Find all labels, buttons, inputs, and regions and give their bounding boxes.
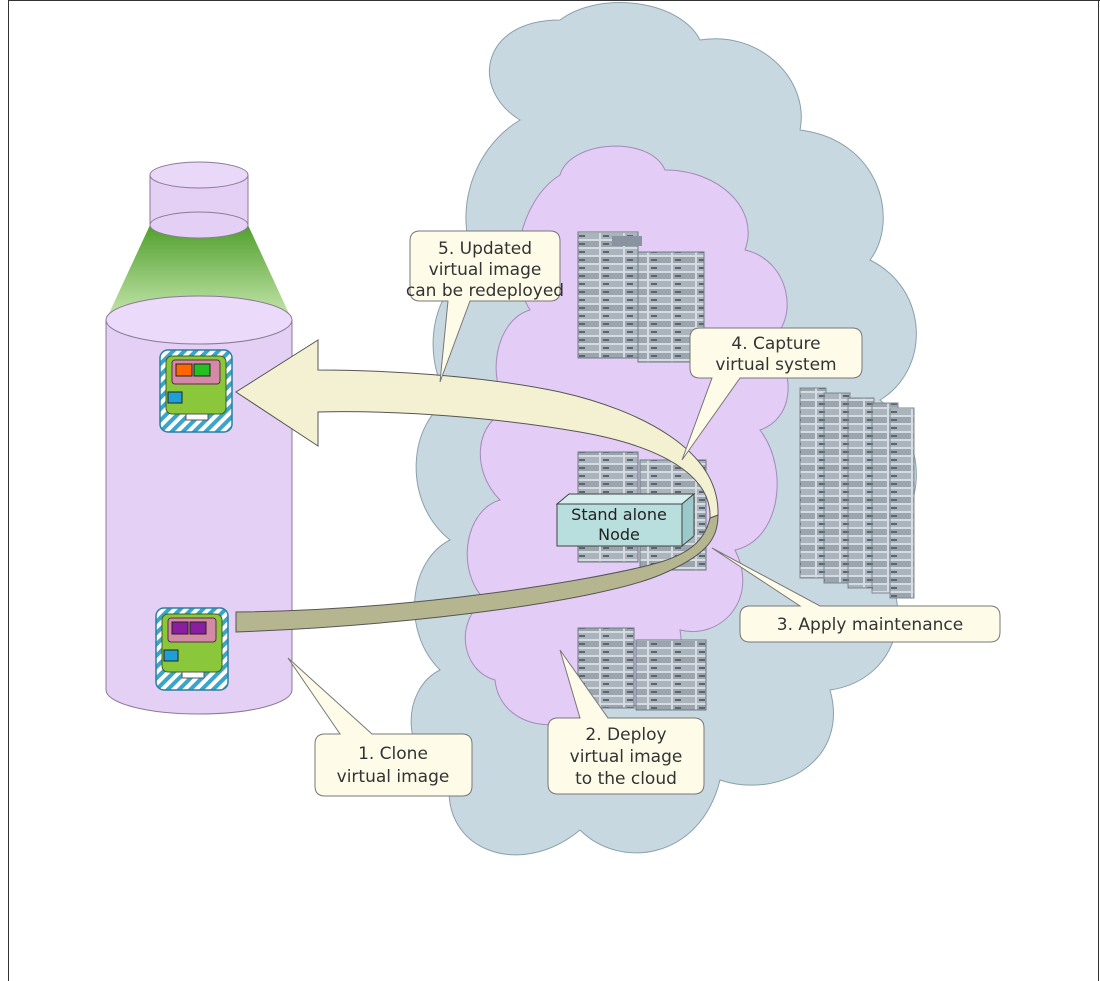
step-5-line-1: 5. Updated bbox=[438, 239, 532, 259]
callout-step-5: 5. Updated virtual image can be redeploy… bbox=[406, 230, 564, 383]
callout-step-2: 2. Deploy virtual image to the cloud bbox=[547, 649, 705, 795]
frame-border-top bbox=[8, 0, 1100, 1]
step-3-line-1: 3. Apply maintenance bbox=[777, 615, 963, 635]
callout-step-1: 1. Clone virtual image bbox=[287, 657, 473, 797]
step-2-line-1: 2. Deploy bbox=[585, 725, 666, 745]
server-rack-icon bbox=[577, 627, 707, 711]
callout-step-4: 4. Capture virtual system bbox=[681, 327, 863, 461]
step-1-line-2: virtual image bbox=[337, 767, 450, 787]
server-rack-icon bbox=[799, 387, 915, 599]
virtual-image-icon bbox=[155, 607, 229, 691]
step-1-line-1: 1. Clone bbox=[358, 744, 428, 764]
step-2-line-2: virtual image bbox=[570, 747, 683, 767]
step-2-line-3: to the cloud bbox=[575, 769, 677, 789]
frame-border-right bbox=[1098, 0, 1099, 981]
step-5-line-3: can be redeployed bbox=[406, 281, 564, 301]
step-4-line-2: virtual system bbox=[715, 355, 836, 375]
stand-alone-node: Stand alone Node bbox=[555, 492, 696, 548]
step-4-line-1: 4. Capture bbox=[731, 334, 820, 354]
frame-border-left bbox=[8, 0, 9, 981]
node-label-line-2: Node bbox=[598, 525, 640, 544]
node-label-line-1: Stand alone bbox=[571, 505, 667, 524]
callout-step-3: 3. Apply maintenance bbox=[711, 547, 1001, 643]
redeploy-arrow bbox=[235, 339, 719, 519]
server-rack-icon bbox=[577, 231, 705, 363]
step-5-line-2: virtual image bbox=[429, 260, 542, 280]
virtual-image-icon bbox=[159, 349, 233, 433]
